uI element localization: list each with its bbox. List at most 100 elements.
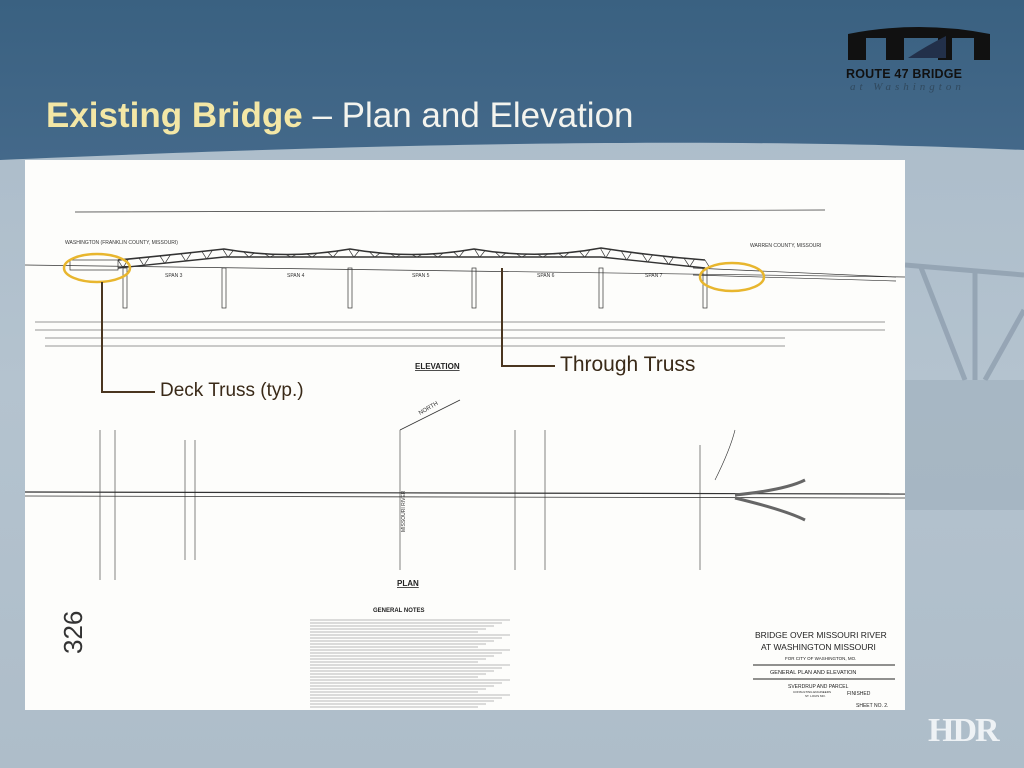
- title-bold: Existing Bridge: [46, 96, 303, 135]
- truss-web-member: [474, 248, 480, 258]
- span-label: SPAN 3: [165, 273, 183, 279]
- truss-web-member: [312, 252, 318, 258]
- truss-web-member: [353, 250, 360, 258]
- truss-web-member: [584, 249, 591, 258]
- pier: [347, 267, 353, 309]
- truss-web-member: [647, 254, 653, 263]
- river-label: MISSOURI RIVER: [401, 490, 407, 532]
- truss-web-member: [558, 253, 564, 258]
- truss-web-member: [542, 253, 549, 258]
- truss-web-member: [453, 251, 459, 258]
- logo-subtitle: at Washington: [850, 81, 965, 93]
- truss-web-member: [248, 252, 255, 258]
- truss-web-member: [390, 253, 396, 258]
- truss-web-member: [563, 252, 570, 258]
- truss-web-member: [605, 249, 612, 259]
- truss-web-member: [620, 250, 627, 260]
- deck-truss-annotation: Deck Truss (typ.): [160, 380, 304, 401]
- truss-web-member: [165, 254, 171, 263]
- approach-right: [692, 267, 897, 282]
- north-arrow-icon: [399, 399, 461, 431]
- truss-web-member: [117, 259, 124, 269]
- truss-web-member: [395, 254, 402, 258]
- drawing-svg: WASHINGTON (FRANKLIN COUNTY, MISSOURI) W…: [24, 209, 906, 709]
- title-block-line3: FOR CITY OF WASHINGTON, MO.: [785, 656, 856, 661]
- title-block-sheet: SHEET NO. 2.: [856, 703, 888, 709]
- title-block-line6: CONSULTING ENGINEERS: [793, 690, 831, 694]
- leader-lines: [101, 268, 555, 393]
- truss-web-member: [243, 251, 249, 258]
- ground-line: [24, 264, 906, 278]
- truss-web-member: [333, 250, 339, 258]
- truss-web-member: [437, 252, 444, 258]
- truss-web-member: [227, 250, 234, 258]
- title-block-line4: GENERAL PLAN AND ELEVATION: [770, 670, 856, 676]
- truss-web-member: [285, 254, 291, 258]
- truss-web-member: [689, 258, 695, 268]
- through-truss-annotation: Through Truss: [560, 353, 696, 376]
- truss-web-member: [662, 255, 669, 264]
- truss-web-member: [626, 252, 632, 261]
- general-notes-label: GENERAL NOTES: [373, 608, 425, 614]
- deck-truss-leader: [101, 282, 155, 393]
- title-block-line7: ST. LOUIS MO.: [805, 694, 826, 698]
- truss-web-member: [600, 247, 606, 258]
- dimension-lines: [35, 321, 885, 347]
- truss-web-member: [159, 255, 166, 264]
- truss-web-member: [495, 251, 501, 258]
- span-label: SPAN 7: [645, 273, 663, 279]
- truss-web-member: [270, 253, 276, 258]
- truss-web-member: [516, 253, 522, 258]
- truss-web-member: [144, 256, 150, 265]
- truss-web-member: [374, 252, 381, 258]
- pier: [122, 267, 128, 309]
- deck-truss-highlight-right: [698, 261, 766, 293]
- truss-web-member: [479, 250, 486, 258]
- truss-web-member: [138, 257, 145, 267]
- background-bridge-photo: [905, 262, 1024, 510]
- span-label: SPAN 4: [287, 273, 305, 279]
- title-block-line2: AT WASHINGTON MISSOURI: [761, 642, 876, 652]
- deck-truss-highlight-left: [62, 252, 132, 284]
- truss-web-member: [500, 252, 507, 258]
- pier: [221, 267, 227, 309]
- slide-title: Existing Bridge – Plan and Elevation: [46, 96, 634, 136]
- truss-web-member: [180, 253, 187, 262]
- bridge-drawing: WASHINGTON (FRANKLIN COUNTY, MISSOURI) W…: [24, 160, 906, 710]
- pier: [471, 267, 477, 309]
- truss-web-member: [123, 258, 129, 268]
- elevation-label: ELEVATION: [415, 362, 460, 371]
- title-rest: – Plan and Elevation: [302, 96, 634, 135]
- title-block-line5: SVERDRUP AND PARCEL: [788, 684, 849, 690]
- truss-web-member: [222, 248, 229, 258]
- right-county-label: WARREN COUNTY, MISSOURI: [750, 243, 821, 249]
- hdr-logo: HDR: [928, 712, 1000, 749]
- truss-web-member: [264, 253, 270, 258]
- truss-web-member: [291, 254, 297, 258]
- truss-web-member: [432, 253, 438, 258]
- truss-bottom-chord: [117, 256, 706, 269]
- truss-web-member: [327, 251, 334, 258]
- north-label: NORTH: [418, 401, 439, 417]
- general-notes-text: [310, 619, 510, 708]
- title-block: BRIDGE OVER MISSOURI RIVER AT WASHINGTON…: [753, 630, 895, 709]
- truss-web-member: [521, 253, 528, 258]
- truss-web-member: [641, 253, 648, 262]
- truss-web-member: [186, 252, 192, 261]
- truss-web-member: [348, 249, 354, 258]
- truss-web-member: [416, 254, 423, 258]
- truss-web-member: [668, 257, 674, 265]
- deck-truss-left: [69, 259, 119, 271]
- left-county-label: WASHINGTON (FRANKLIN COUNTY, MISSOURI): [65, 240, 178, 246]
- truss-web-member: [411, 254, 417, 258]
- pier: [598, 267, 604, 309]
- truss-web-member: [207, 250, 213, 259]
- header-background: [0, 0, 1024, 160]
- truss-web-member: [683, 258, 690, 266]
- highlights: [62, 252, 766, 293]
- truss-web-member: [201, 251, 208, 260]
- title-block-line1: BRIDGE OVER MISSOURI RIVER: [755, 630, 887, 640]
- logo-name: ROUTE 47 BRIDGE: [846, 67, 963, 81]
- plan-label: PLAN: [397, 579, 419, 588]
- elevation-view: [24, 209, 906, 347]
